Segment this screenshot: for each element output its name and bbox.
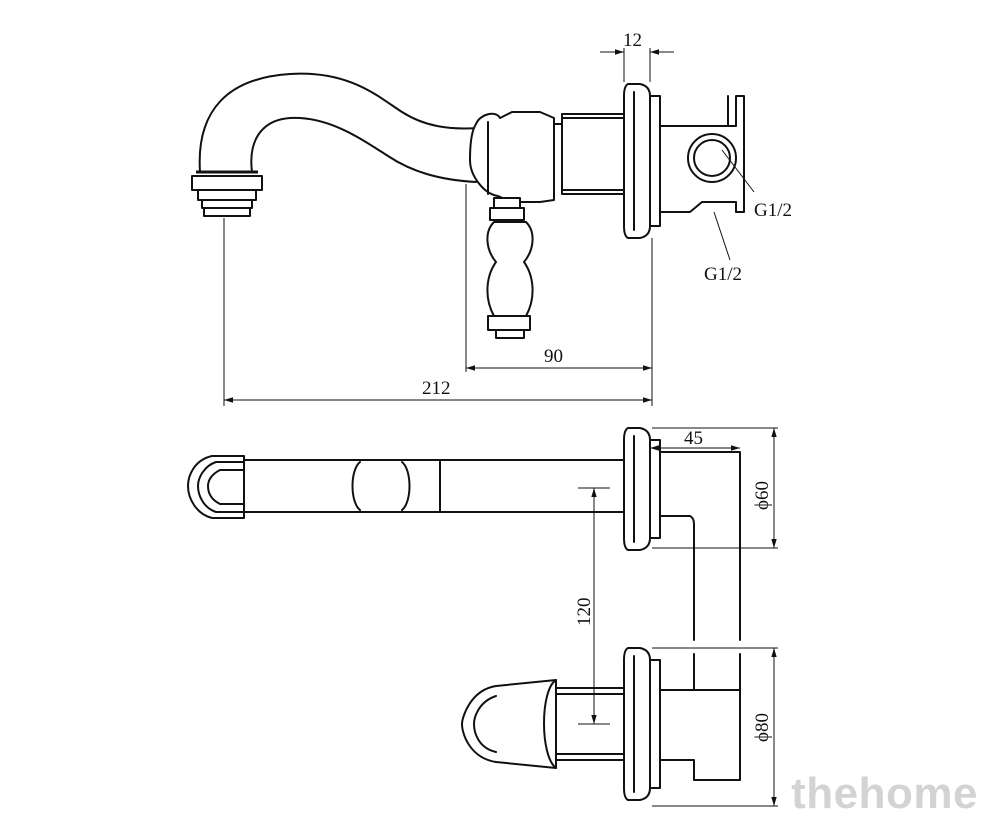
dim-90-label: 90	[544, 346, 563, 367]
spout-tip-top	[187, 455, 245, 519]
wall-flange	[623, 83, 661, 239]
side-view: 12 90 212 G1/2 G1/2	[191, 30, 792, 406]
valve-body	[469, 111, 631, 203]
top-view: 45 120 ϕ60 ϕ80	[187, 427, 778, 807]
lever-handle	[486, 197, 534, 339]
in-wall-box	[659, 95, 745, 213]
in-wall-piping	[659, 451, 741, 781]
watermark-logo: thehome	[791, 769, 978, 818]
thread-label-1: G1/2	[754, 200, 792, 221]
upper-flange	[623, 427, 661, 551]
dim-45-label: 45	[684, 428, 703, 449]
side-dimensions: 12 90 212 G1/2 G1/2	[223, 30, 792, 406]
dim-120-label: 120	[574, 598, 595, 627]
spout	[191, 72, 479, 217]
valve-handle-top	[461, 679, 625, 769]
top-dimensions: 45 120 ϕ60 ϕ80	[574, 427, 778, 807]
dim-phi80-label: ϕ80	[752, 713, 773, 742]
dim-212-label: 212	[422, 378, 451, 399]
lower-flange	[623, 647, 661, 801]
thread-label-2: G1/2	[704, 264, 742, 285]
dim-12-label: 12	[623, 30, 642, 51]
spout-arm-top	[243, 459, 629, 513]
dim-phi60-label: ϕ60	[752, 481, 773, 510]
